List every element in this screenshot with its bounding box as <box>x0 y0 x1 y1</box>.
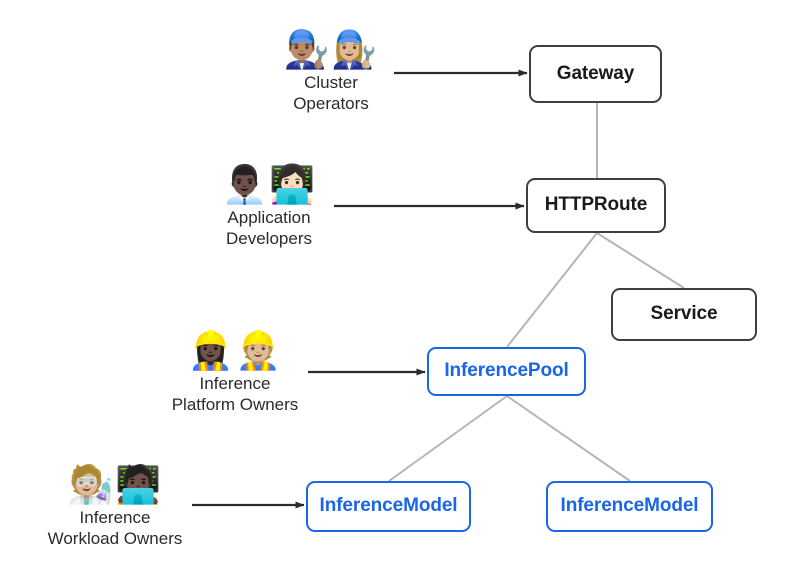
edge-httproute-inferencepool <box>506 232 598 348</box>
edge-httproute-service <box>596 232 685 289</box>
node-inferencemodel-right[interactable]: InferenceModel <box>546 481 713 532</box>
node-inferencemodel-right-label: InferenceModel <box>560 495 699 517</box>
inference-platform-owners-icon: 👷🏿‍♀️👷🏼 <box>187 330 283 371</box>
node-service-label: Service <box>650 303 718 325</box>
application-developers-icon: 👨🏿‍💼👩🏻‍💻 <box>221 164 317 205</box>
persona-inference-platform-owners: 👷🏿‍♀️👷🏼 Inference Platform Owners <box>130 332 340 416</box>
inference-workload-owners-icon: 🧑🏼‍🔬🧑🏿‍💻 <box>67 464 163 505</box>
node-inferencepool[interactable]: InferencePool <box>427 347 586 396</box>
persona-arrows <box>192 69 528 509</box>
node-httproute-label: HTTPRoute <box>544 194 648 216</box>
node-inferencemodel-left-label: InferenceModel <box>319 495 458 517</box>
persona-cluster-operators: 👨🏽‍🔧👩🏼‍🔧 Cluster Operators <box>226 31 436 115</box>
node-httproute[interactable]: HTTPRoute <box>526 178 666 233</box>
edge-inferencepool-model-right <box>506 395 631 482</box>
cluster-operators-icon: 👨🏽‍🔧👩🏼‍🔧 <box>283 29 379 70</box>
persona-inference-workload-owners: 🧑🏼‍🔬🧑🏿‍💻 Inference Workload Owners <box>10 466 220 550</box>
edge-inferencepool-model-left <box>388 395 508 482</box>
node-inferencepool-label: InferencePool <box>444 360 569 382</box>
persona-application-developers: 👨🏿‍💼👩🏻‍💻 Application Developers <box>164 166 374 250</box>
cluster-operators-label: Cluster Operators <box>293 73 369 114</box>
node-service[interactable]: Service <box>611 288 757 341</box>
node-inferencemodel-left[interactable]: InferenceModel <box>306 481 471 532</box>
inference-workload-owners-label: Inference Workload Owners <box>47 508 183 549</box>
application-developers-label: Application Developers <box>226 208 312 249</box>
inference-platform-owners-label: Inference Platform Owners <box>171 374 299 415</box>
node-gateway-label: Gateway <box>556 62 635 84</box>
node-gateway[interactable]: Gateway <box>529 45 662 103</box>
